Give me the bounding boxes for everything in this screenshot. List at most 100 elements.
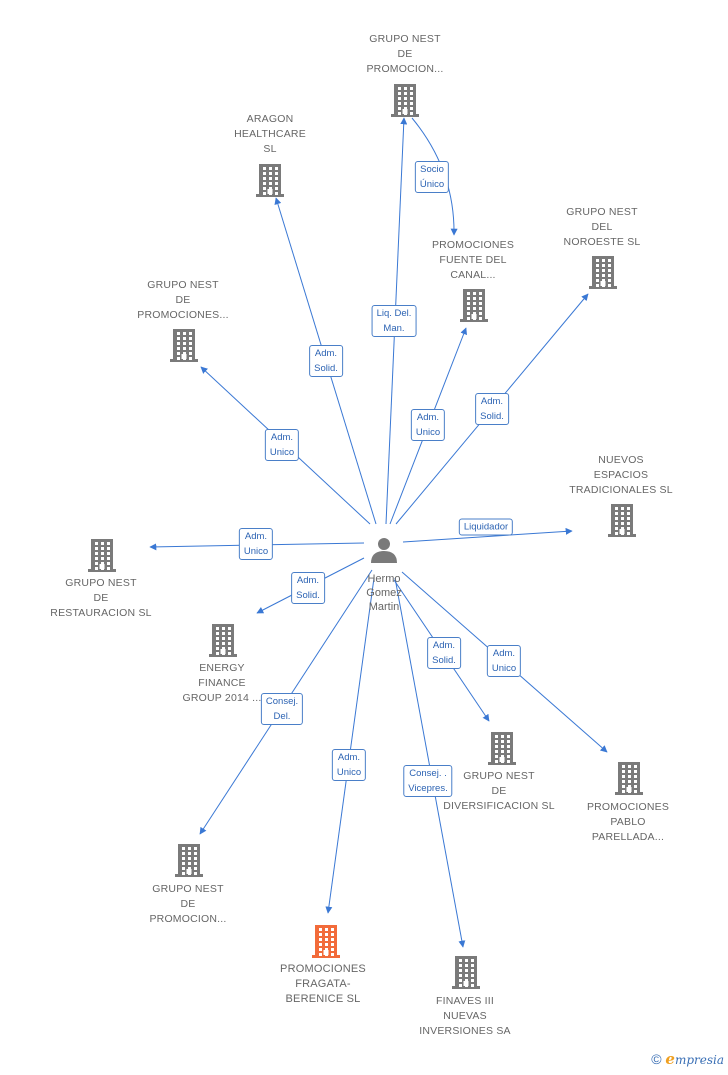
building-icon[interactable] [256,164,284,197]
relation-badge-line: Unico [269,447,295,458]
center-person-name[interactable]: Hermo Gomez Martin [344,572,424,614]
person-icon[interactable] [371,538,397,563]
building-icon[interactable] [589,256,617,289]
relation-badge[interactable]: Adm.Unico [331,749,367,781]
company-label-line: NUEVAS [443,1010,487,1022]
relation-badge[interactable]: Adm.Unico [238,528,274,560]
company-label-line: DE [180,898,196,910]
relation-badge-line: Adm. [432,640,456,651]
relation-badge[interactable]: Adm. Solid. [291,572,325,604]
relation-badge-line: Adm. [270,432,294,443]
relation-badge-line: Solid. [314,363,338,374]
company-label-grupo-nest-de-restauracion[interactable]: GRUPO NEST DE RESTAURACION SL [26,576,176,621]
company-label-line: DE [491,785,507,797]
company-label-line: TRADICIONALES SL [569,484,673,496]
relation-badge-line: Consej. . [409,768,447,779]
relation-badge[interactable]: Consej. . Vicepres. [403,765,453,797]
building-icon[interactable] [608,504,636,537]
company-label-line: RESTAURACION SL [50,607,152,619]
company-label-line: NOROESTE SL [563,236,641,248]
company-label-line: PROMOCION... [149,913,227,925]
relation-badge-line: Solid. [296,590,320,601]
edge-line [325,577,375,914]
relation-badge-line: Solid. [480,411,504,422]
relation-badge-line: Vicepres. [408,783,448,794]
relation-badge[interactable]: Consej.Del. [260,693,304,725]
company-label-line: PROMOCIONES [431,239,515,251]
center-name-line: Martin [368,601,400,613]
building-icon[interactable] [175,844,203,877]
building-icon[interactable] [391,84,419,117]
empresia-logo: © empresia [651,1050,724,1068]
relation-badge[interactable]: Adm. Solid. [427,637,461,669]
company-label-line: FRAGATA- [295,978,351,990]
relation-badge[interactable]: Adm.Unico [486,645,522,677]
relation-badge-line: Liq. Del. [376,308,412,319]
relation-badge[interactable]: Adm.Unico [410,409,446,441]
company-label-line: GRUPO NEST [463,770,535,782]
building-icon[interactable] [209,624,237,657]
relation-badge-line: Adm. [492,648,516,659]
company-label-line: DE [93,592,109,604]
company-label-line: DIVERSIFICACION SL [443,800,555,812]
company-label-line: PABLO [610,816,646,828]
relation-badge-line: Unico [415,427,441,438]
company-label-line: ENERGY [199,662,245,674]
company-label-line: PROMOCIONES... [137,309,229,321]
company-label-line: BERENICE SL [285,993,361,1005]
building-icon[interactable] [460,289,488,322]
company-label-line: PROMOCIONES [586,801,670,813]
company-label-line: GRUPO NEST [65,577,137,589]
brand-initial: e [665,1050,675,1068]
building-icon[interactable] [312,925,340,958]
company-label-line: ARAGON [246,113,294,125]
relation-badge-line: Adm. [244,531,268,542]
company-label-line: GRUPO NEST [369,33,441,45]
relation-badge[interactable]: Adm. Unico [264,429,300,461]
edge-line [394,577,466,948]
building-icon[interactable] [88,539,116,572]
company-label-line: HEALTHCARE [234,128,306,140]
building-icon[interactable] [615,762,643,795]
relation-badge[interactable]: Adm.Solid. [309,345,343,377]
company-label-line: PROMOCION... [366,63,444,75]
relation-badge-line: Unico [336,767,362,778]
center-name-line: Hermo [367,573,401,585]
building-icon[interactable] [488,732,516,765]
company-label-line: FUENTE DEL [439,254,507,266]
company-label-line: PARELLADA... [591,831,665,843]
company-label-line: GRUPO NEST [147,279,219,291]
relation-badge-line: Adm. [480,396,504,407]
company-label-grupo-nest-de-promocion-bottom[interactable]: GRUPO NEST DE PROMOCION... [113,882,263,927]
relation-badge-line: Man. [383,323,405,334]
company-label-grupo-nest-de-diversificacion[interactable]: GRUPO NEST DE DIVERSIFICACION SL [424,769,574,814]
relation-badge-line: Único [419,179,445,190]
relation-badge[interactable]: Liq. Del. Man. [371,305,417,337]
company-label-promociones-pablo-parellada[interactable]: PROMOCIONES PABLO PARELLADA... [553,800,703,845]
center-name-line: Gomez [366,587,402,599]
building-icon[interactable] [452,956,480,989]
edge-line [402,527,573,543]
relation-badge-line: Adm. [296,575,320,586]
relation-badge-line: Solid. [432,655,456,666]
relation-badge[interactable]: Adm. Solid. [475,393,509,425]
relation-badge[interactable]: Liquidador [458,518,514,536]
company-label-line: GRUPO NEST [152,883,224,895]
building-icon[interactable] [170,329,198,362]
copyright-icon: © [651,1051,662,1067]
relation-badge-line: Socio [420,164,444,175]
company-label-line: GRUPO NEST [566,206,638,218]
company-label-line: ESPACIOS [593,469,649,481]
